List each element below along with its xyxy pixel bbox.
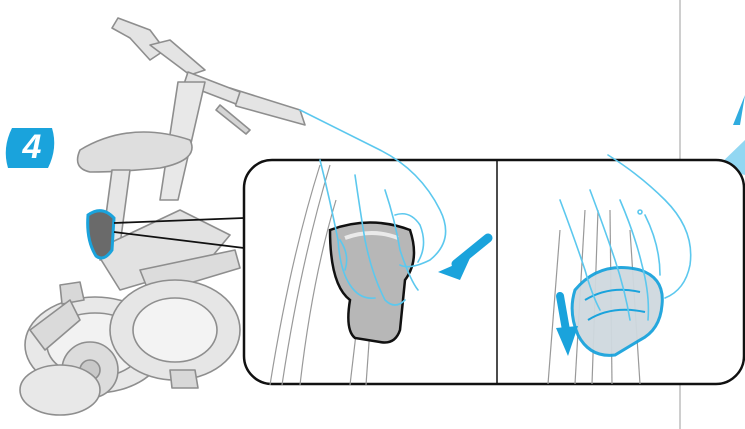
latch-highlight — [88, 211, 114, 258]
detail-panel — [244, 160, 744, 384]
step-number: 4 — [8, 125, 56, 169]
step-badge: 4 — [8, 125, 56, 169]
